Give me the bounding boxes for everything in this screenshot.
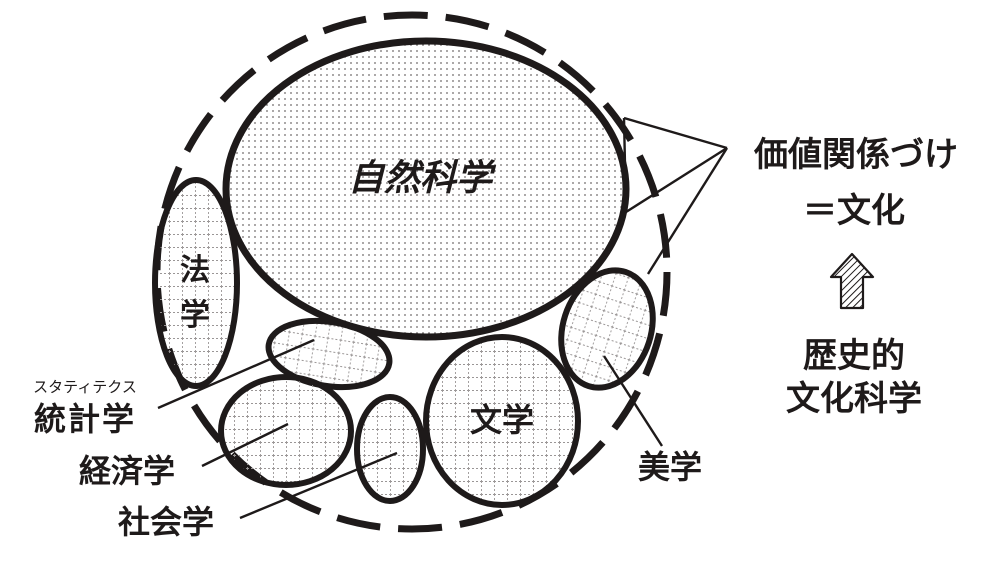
culture-dashed-boundary xyxy=(153,11,671,533)
historical-cultural-science-line-1: 歴史的 xyxy=(803,336,905,376)
sociology-leader xyxy=(239,451,398,520)
economics-leader xyxy=(201,422,289,468)
sociology-label: 社会学 xyxy=(118,503,214,541)
literature-ellipse xyxy=(423,334,581,508)
economics-label: 経済学 xyxy=(79,452,175,490)
historical-cultural-science-line-2: 文化科学 xyxy=(786,379,922,419)
law-ellipse xyxy=(152,177,240,389)
law-label-char-2: 学 xyxy=(180,298,210,333)
aesthetics-label: 美学 xyxy=(638,448,702,486)
culture-label: ＝文化 xyxy=(803,191,905,231)
natural-science-label: 自然科学 xyxy=(348,157,497,199)
value-relation-label: 価値関係づけ xyxy=(753,135,958,175)
statistics-leader xyxy=(157,338,315,410)
economics-ellipse xyxy=(218,374,354,488)
literature-label: 文学 xyxy=(470,401,534,439)
sociology-ellipse xyxy=(354,394,426,504)
leader-lines xyxy=(157,338,664,520)
statistics-ruby: スタティテクス xyxy=(33,378,137,396)
statistics-label: 統計学 xyxy=(34,400,136,438)
hatched-up-arrow-icon xyxy=(829,252,875,310)
law-label-char-1: 法 xyxy=(180,253,210,288)
aesthetics-ellipse xyxy=(558,267,656,391)
aesthetics-leader xyxy=(602,355,664,447)
value-relation-pointer xyxy=(622,116,729,275)
